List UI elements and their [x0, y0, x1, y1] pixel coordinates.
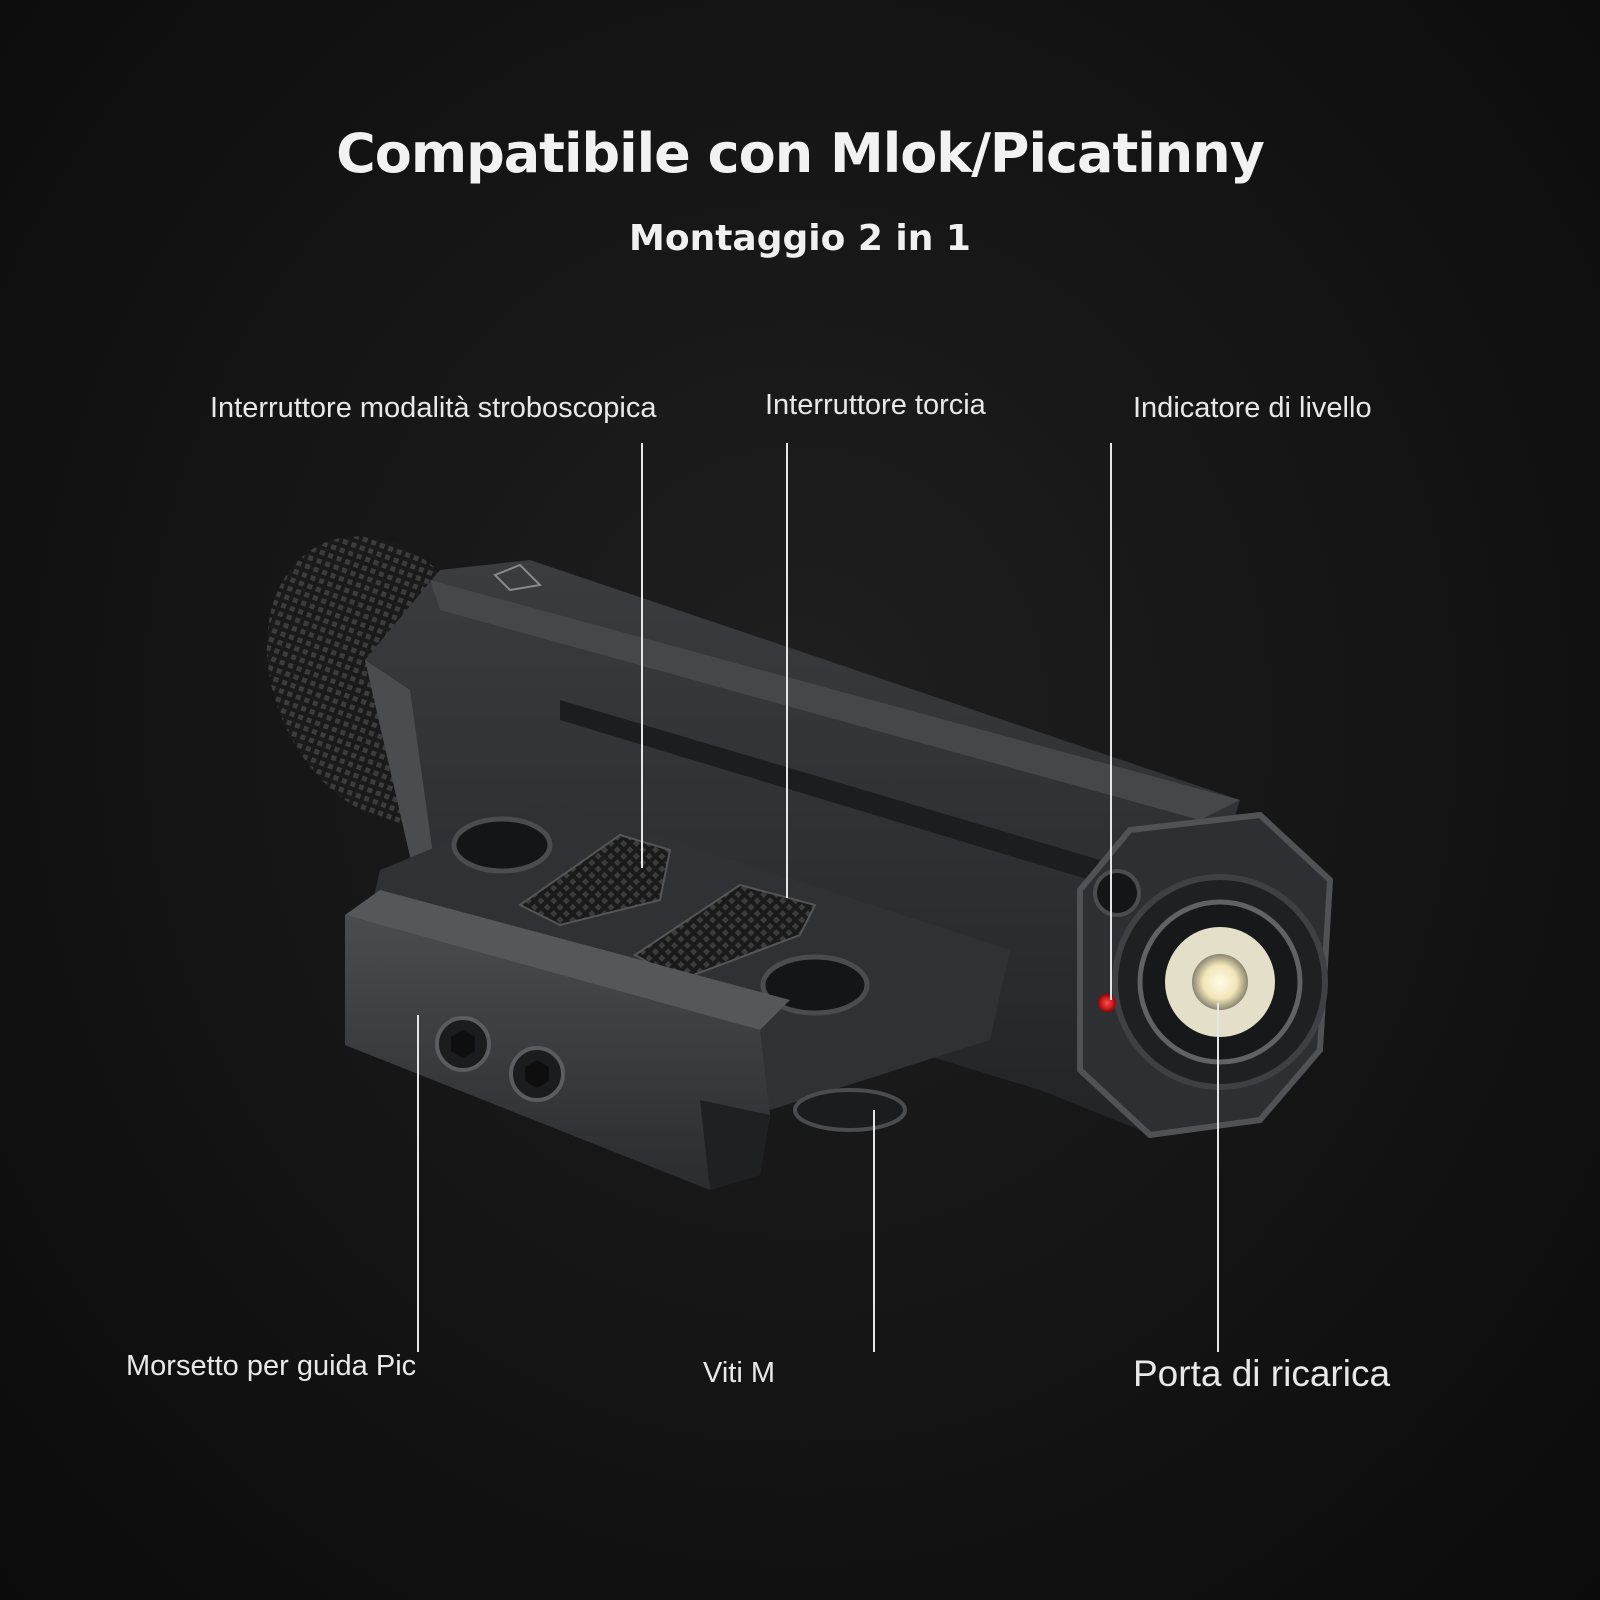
label-strobe-switch: Interruttore modalità stroboscopica [210, 392, 657, 424]
hex-screw-icon [509, 1046, 565, 1102]
label-level-indicator: Indicatore di livello [1133, 392, 1372, 424]
label-charging-port: Porta di ricarica [1133, 1353, 1391, 1394]
strobe-switch-button [518, 833, 672, 927]
level-indicator-light [1098, 994, 1116, 1012]
rail-clamp [345, 890, 790, 1190]
label-screws: Viti M [703, 1357, 775, 1389]
led-lens-icon [1192, 954, 1248, 1010]
page-title: Compatibile con Mlok/Picatinny [336, 122, 1265, 185]
bottom-screw-icon [793, 1088, 907, 1132]
brand-logo-icon [493, 563, 543, 592]
label-rail-clamp: Morsetto per guida Pic [126, 1350, 417, 1382]
hex-screw-icon [435, 1016, 491, 1072]
flashlight-body [365, 560, 1240, 1130]
page-subtitle: Montaggio 2 in 1 [629, 218, 971, 259]
label-torch-switch: Interruttore torcia [765, 389, 986, 421]
